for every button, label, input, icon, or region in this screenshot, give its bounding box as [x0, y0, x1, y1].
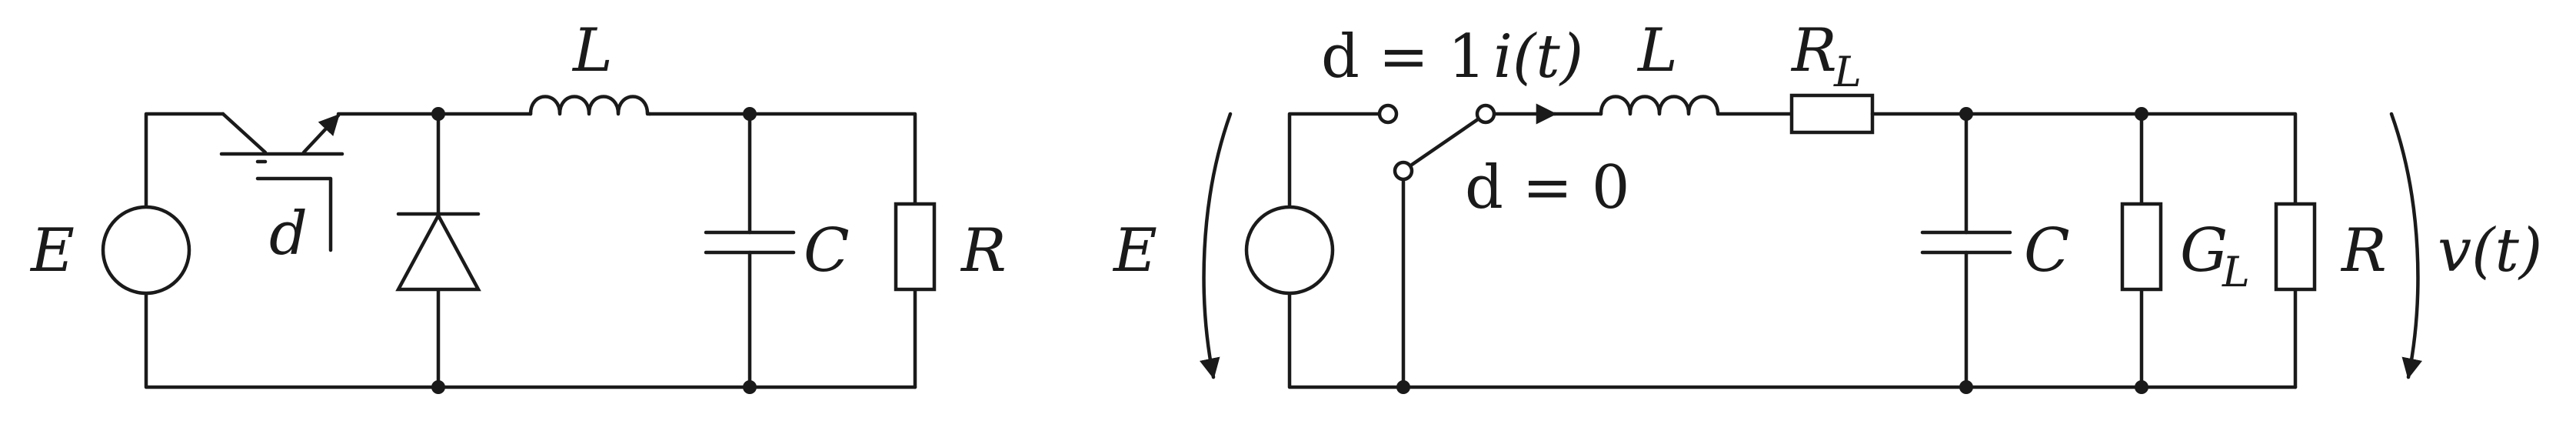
voltage-source-a: [101, 205, 191, 296]
source-voltage-arrow: [1200, 112, 1233, 379]
resistor-label-b: R: [2340, 216, 2387, 286]
switch-contact-common: [1475, 103, 1496, 125]
wire-a-left: [144, 112, 225, 224]
conductance-label: G: [2180, 216, 2228, 286]
capacitor-b: [1920, 230, 2012, 255]
diode: [395, 212, 481, 292]
inductor-resistance-sub: L: [1833, 48, 1862, 96]
inductor-a: [528, 95, 652, 116]
switch-on-text: d = 1: [1321, 22, 1486, 92]
capacitor-label-a: C: [804, 216, 850, 286]
inductor-label-b: L: [1636, 16, 1678, 85]
capacitor-label-b: C: [2024, 216, 2070, 286]
switch-blade: [1409, 117, 1480, 167]
output-voltage-label: v(t): [2438, 216, 2542, 286]
junction-dot: [2135, 107, 2148, 121]
source-label-b: E: [1112, 216, 1157, 286]
transistor-switch: [219, 112, 344, 252]
junction-dot: [743, 380, 757, 394]
wire-b-top: [1870, 112, 2298, 206]
conductance-element: [2120, 202, 2163, 292]
switch-contact-d0: [1393, 160, 1414, 182]
inductor-b: [1599, 95, 1794, 116]
wire-a-after-inductor: [647, 112, 917, 245]
source-label-a: E: [29, 216, 75, 286]
junction-dot: [431, 107, 445, 121]
wire-b-bottom: [1287, 292, 2298, 389]
junction-dot: [743, 107, 757, 121]
junction-dot: [1959, 107, 1973, 121]
resistor-label-a: R: [960, 216, 1007, 286]
current-label: i(t): [1493, 22, 1583, 92]
switched-model-circuit: L R L C G L R E v(t) d =: [1112, 16, 2542, 394]
junction-dot: [1959, 380, 1973, 394]
inductor-label-a: L: [571, 16, 613, 85]
buck-converter-circuit: E d L C R: [29, 16, 1007, 394]
capacitor-a: [704, 230, 796, 255]
output-voltage-arrow: [2389, 112, 2422, 379]
wire-b-left: [1287, 112, 1383, 209]
conductance-sub: L: [2222, 248, 2250, 296]
switch-contact-d1: [1377, 103, 1399, 125]
switch-off-text: d = 0: [1465, 153, 1630, 222]
inductor-resistance-label: R: [1790, 16, 1837, 85]
junction-dot: [431, 380, 445, 394]
junction-dot: [1396, 380, 1410, 394]
resistor-a: [894, 202, 937, 292]
switch-on-label: d = 1: [1321, 22, 1486, 92]
junction-dot: [2135, 380, 2148, 394]
wire-a-bottom: [144, 276, 917, 389]
inductor-resistance: [1789, 93, 1875, 135]
resistor-b: [2274, 202, 2317, 292]
switch-duty-label: d: [269, 199, 308, 269]
switch-off-label: d = 0: [1465, 153, 1630, 222]
voltage-source-b: [1244, 205, 1335, 296]
